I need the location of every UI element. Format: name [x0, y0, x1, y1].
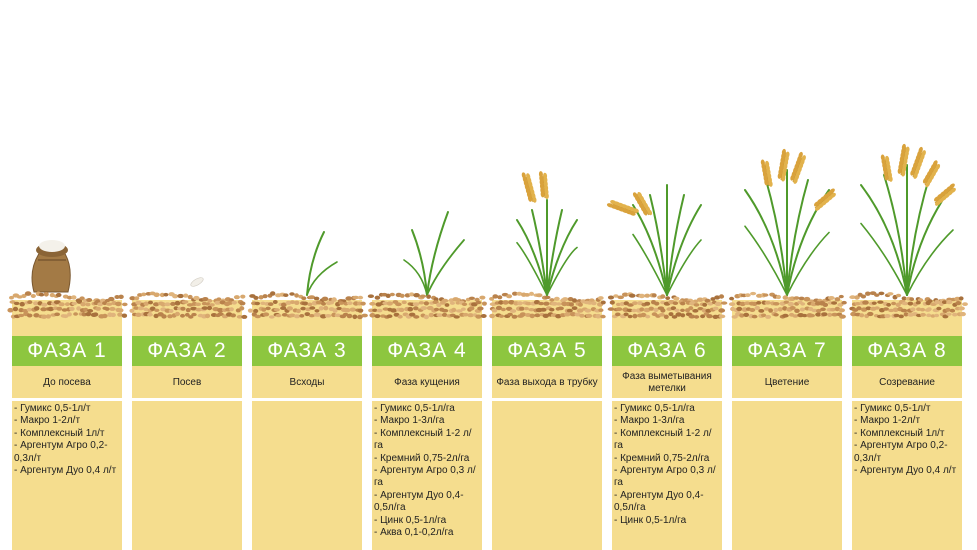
divider: [492, 398, 602, 401]
phase-label: ФАЗА 5: [492, 336, 602, 366]
phase-label: ФАЗА 3: [252, 336, 362, 366]
phase-column: ФАЗА 1 До посева - Гумикс 0,5-1л/т - Макро…: [7, 0, 128, 550]
divider: [372, 398, 482, 401]
phase-label: ФАЗА 6: [612, 336, 722, 366]
soil-icon: [129, 291, 248, 319]
phase-label: ФАЗА 4: [372, 336, 482, 366]
phase-label: ФАЗА 8: [852, 336, 962, 366]
phase-column: ФАЗА 4 Фаза кущения - Гумикс 0,5-1л/га - М…: [367, 0, 487, 550]
booting-plant-icon: [516, 171, 578, 296]
soil-icon: [849, 291, 968, 319]
soil-icon: [489, 291, 606, 319]
stage-name: Всходы: [289, 377, 325, 388]
divider: [612, 398, 722, 401]
seed-icon: [190, 277, 204, 287]
stage-name: Фаза кущения: [394, 377, 460, 388]
product-list: - Гумикс 0,5-1л/т - Макро 1-2л/т - Компл…: [14, 403, 117, 477]
phase-column: ФАЗА 2 Посев: [129, 0, 248, 550]
phase-column: ФАЗА 7 Цветение: [728, 0, 847, 550]
stage-name: Созревание: [879, 377, 935, 388]
grain-sack-icon: [31, 240, 71, 293]
product-list: - Гумикс 0,5-1л/га - Макро 1-3л/га - Ком…: [374, 403, 476, 539]
stage-name: Фаза выметывания метелки: [622, 371, 712, 394]
product-list: - Гумикс 0,5-1л/га - Макро 1-3л/га - Ком…: [614, 403, 716, 526]
stage-name: Фаза выхода в трубку: [496, 377, 598, 388]
phase-label: ФАЗА 1: [12, 336, 122, 366]
phase-label: ФАЗА 7: [732, 336, 842, 366]
phase-column: ФАЗА 6 Фаза выметывания метелки - Гумикс 0…: [606, 0, 728, 550]
divider: [732, 398, 842, 401]
soil-icon: [367, 292, 487, 320]
product-list: - Гумикс 0,5-1л/т - Макро 1-2л/т - Компл…: [854, 403, 957, 477]
phase-label: ФАЗА 2: [132, 336, 242, 366]
stage-name: Посев: [172, 377, 202, 388]
soil-icon: [7, 291, 128, 319]
ripening-plant-icon: [860, 143, 956, 296]
soil-icon: [607, 292, 728, 319]
divider: [852, 398, 962, 401]
phase-column: ФАЗА 8 Созревание - Гумикс 0,5-1л/т - Макр…: [849, 0, 968, 550]
flowering-plant-icon: [744, 148, 836, 296]
divider: [252, 398, 362, 401]
phase-column: ФАЗА 5 Фаза выхода в трубку: [489, 0, 606, 550]
soil-icon: [247, 291, 368, 320]
sprout-icon: [306, 231, 338, 296]
stage-name: До посева: [43, 377, 91, 388]
stage-name: Цветение: [764, 377, 810, 388]
heading-plant-icon: [606, 184, 702, 296]
phase-column: ФАЗА 3 Всходы: [247, 0, 368, 550]
divider: [132, 398, 242, 401]
soil-icon: [728, 291, 847, 319]
divider: [12, 398, 122, 401]
tillering-plant-icon: [403, 211, 465, 296]
